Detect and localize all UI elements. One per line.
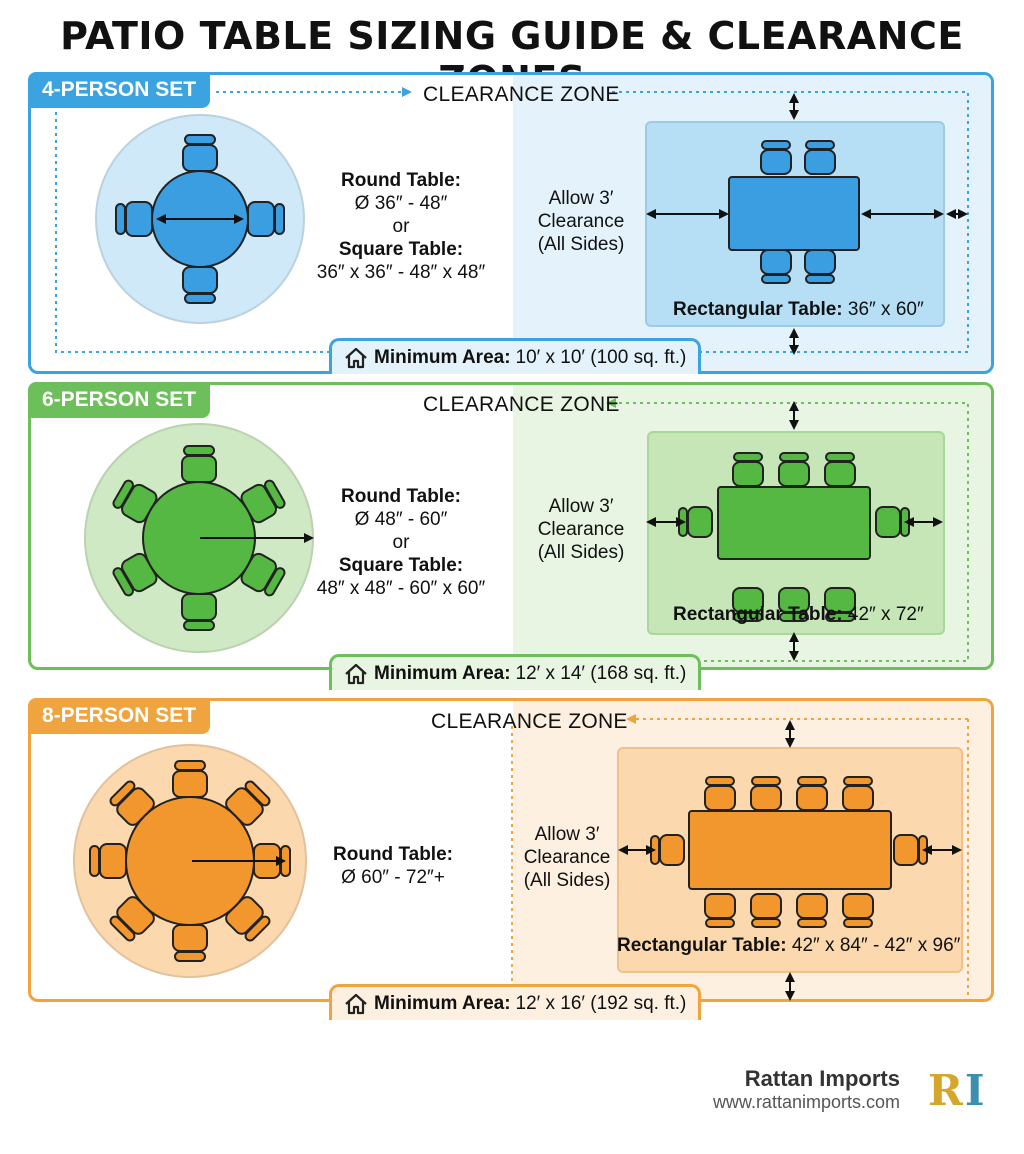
rectangular-table [688, 810, 892, 890]
logo-letter-r: R [928, 1066, 965, 1115]
minimum-area-value: 12′ x 16′ (192 sq. ft.) [515, 992, 687, 1014]
clearance-dotted-line [55, 112, 330, 353]
round-table-spec: Round Table: Ø 36″ - 48″ or Square Table… [301, 169, 501, 284]
clearance-note-line: (All Sides) [537, 542, 625, 563]
clearance-note-line: (All Sides) [537, 234, 625, 255]
rectangular-table-size: 42″ x 72″ [847, 604, 924, 625]
chair [824, 452, 856, 487]
rectangular-table [728, 176, 860, 251]
chair [247, 201, 285, 237]
rectangular-table-spec: Rectangular Table: 36″ x 60″ [673, 299, 924, 321]
or-label: or [392, 532, 410, 553]
minimum-area-label: Minimum Area: [374, 662, 511, 684]
chair [778, 587, 810, 622]
minimum-area-tab: Minimum Area: 10′ x 10′ (100 sq. ft.) [329, 338, 702, 374]
chair [750, 776, 782, 811]
chair [172, 760, 208, 798]
clearance-zone-title: CLEARANCE ZONE [431, 710, 628, 733]
chair [182, 134, 218, 172]
minimum-area-tab: Minimum Area: 12′ x 16′ (192 sq. ft.) [329, 984, 702, 1020]
chair [650, 834, 685, 866]
house-icon [345, 347, 367, 368]
rectangular-table-label: Rectangular Table: [617, 935, 787, 956]
chair [875, 506, 910, 538]
minimum-area-value: 12′ x 14′ (168 sq. ft.) [515, 662, 687, 684]
set-badge: 6-PERSON SET [28, 382, 211, 418]
rectangular-table-label: Rectangular Table: [673, 604, 843, 625]
square-table-size: 48″ x 48″ - 60″ x 60″ [316, 578, 486, 599]
chair [172, 924, 208, 962]
round-table-spec: Round Table: Ø 48″ - 60″ or Square Table… [301, 485, 501, 600]
chair [181, 445, 217, 483]
minimum-area-label: Minimum Area: [374, 346, 511, 368]
chair [778, 452, 810, 487]
chair [893, 834, 928, 866]
house-icon [345, 993, 367, 1014]
chair [804, 249, 836, 284]
clearance-note-line: Clearance [523, 847, 611, 868]
clearance-note: Allow 3′ Clearance (All Sides) [511, 823, 623, 892]
rectangular-table-label: Rectangular Table: [673, 299, 843, 320]
chair [182, 266, 218, 304]
chair [760, 140, 792, 175]
chair [732, 587, 764, 622]
clearance-note-line: Clearance [537, 519, 625, 540]
chair [842, 893, 874, 928]
minimum-area-label: Minimum Area: [374, 992, 511, 1014]
round-table-label: Round Table: [341, 486, 461, 507]
chair [732, 452, 764, 487]
clearance-note: Allow 3′ Clearance (All Sides) [526, 495, 636, 564]
rectangular-table-spec: Rectangular Table: 42″ x 84″ - 42″ x 96″ [617, 935, 960, 957]
brand-name: Rattan Imports [744, 1066, 900, 1091]
round-table-spec: Round Table: Ø 60″ - 72″+ [317, 843, 469, 889]
clearance-zone-title: CLEARANCE ZONE [423, 393, 620, 416]
logo-letter-i: I [964, 1066, 987, 1115]
minimum-area-value: 10′ x 10′ (100 sq. ft.) [515, 346, 687, 368]
chair [824, 587, 856, 622]
brand-url: www.rattanimports.com [712, 1092, 900, 1112]
chair [842, 776, 874, 811]
clearance-note-line: Clearance [537, 211, 625, 232]
clearance-zone-title: CLEARANCE ZONE [423, 83, 620, 106]
rectangular-table-size: 36″ x 60″ [847, 299, 924, 320]
clearance-note: Allow 3′ Clearance (All Sides) [526, 187, 636, 256]
rectangular-table-size: 42″ x 84″ - 42″ x 96″ [791, 935, 961, 956]
chair [804, 140, 836, 175]
set-badge: 4-PERSON SET [28, 72, 211, 108]
chair [89, 843, 127, 879]
round-table-size: Ø 60″ - 72″+ [341, 867, 445, 888]
brand-logo: RI [928, 1066, 987, 1115]
clearance-note-line: Allow 3′ [534, 824, 600, 845]
square-table-size: 36″ x 36″ - 48″ x 48″ [316, 262, 486, 283]
chair [181, 593, 217, 631]
round-table-size: Ø 48″ - 60″ [354, 509, 448, 530]
round-table-label: Round Table: [333, 844, 453, 865]
round-table-size: Ø 36″ - 48″ [354, 193, 448, 214]
chair [678, 506, 713, 538]
minimum-area-tab: Minimum Area: 12′ x 14′ (168 sq. ft.) [329, 654, 702, 690]
chair [796, 776, 828, 811]
square-table-label: Square Table: [338, 239, 464, 260]
clearance-note-line: (All Sides) [523, 870, 611, 891]
or-label: or [392, 216, 410, 237]
clearance-note-line: Allow 3′ [548, 188, 614, 209]
rectangular-table-spec: Rectangular Table: 42″ x 72″ [673, 604, 924, 626]
chair [115, 201, 153, 237]
square-table-label: Square Table: [338, 555, 464, 576]
chair [704, 893, 736, 928]
round-table-label: Round Table: [341, 170, 461, 191]
set-badge: 8-PERSON SET [28, 698, 211, 734]
house-icon [345, 663, 367, 684]
chair [750, 893, 782, 928]
clearance-note-line: Allow 3′ [548, 496, 614, 517]
rectangular-table [717, 486, 871, 560]
chair [796, 893, 828, 928]
chair [760, 249, 792, 284]
clearance-dotted-line [330, 91, 969, 353]
chair [704, 776, 736, 811]
